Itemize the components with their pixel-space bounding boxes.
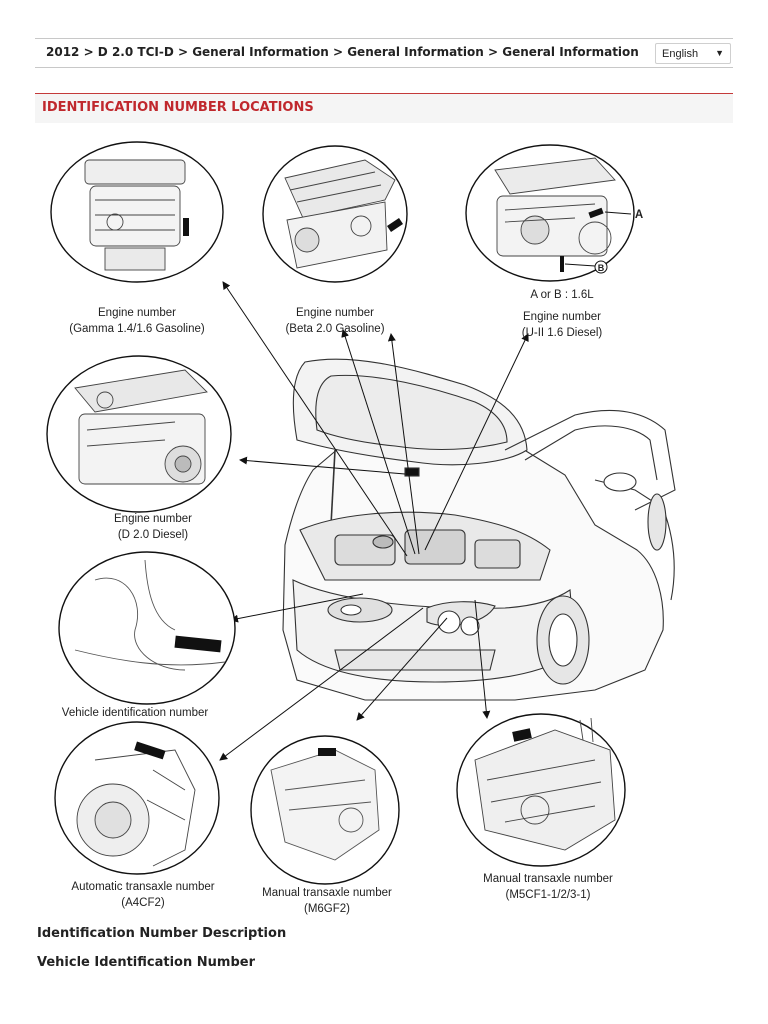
heading-identification-description: Identification Number Description — [37, 926, 287, 941]
caption-m6gf2-line1: Manual transaxle number — [262, 887, 392, 899]
figure-captions: Engine number (Gamma 1.4/1.6 Gasoline) E… — [62, 289, 613, 915]
identification-diagram: A B — [35, 130, 733, 918]
section-header: IDENTIFICATION NUMBER LOCATIONS — [35, 93, 733, 123]
language-select-value: English — [662, 48, 699, 60]
language-select[interactable]: English ▼ — [655, 43, 731, 64]
caption-m5cf1-line1: Manual transaxle number — [483, 873, 613, 885]
chevron-down-icon: ▼ — [715, 48, 724, 58]
engine-uii-detail: A B — [465, 144, 643, 282]
car-illustration — [282, 358, 676, 701]
caption-uii-line2: (U-II 1.6 Diesel) — [522, 327, 603, 339]
caption-vin: Vehicle identification number — [62, 707, 209, 719]
engine-gamma-detail — [50, 141, 224, 283]
diagram-svg: A B — [46, 141, 676, 915]
caption-d20-line1: Engine number — [114, 513, 192, 525]
caption-gamma-line1: Engine number — [98, 307, 176, 319]
engine-d20-detail — [46, 355, 232, 513]
caption-beta-line1: Engine number — [296, 307, 374, 319]
breadcrumb-bar: 2012 > D 2.0 TCI-D > General Information… — [35, 38, 733, 68]
transaxle-a4cf2-detail — [54, 721, 220, 875]
caption-a4cf2-line2: (A4CF2) — [121, 897, 165, 909]
engine-beta-detail — [262, 145, 408, 283]
caption-d20-line2: (D 2.0 Diesel) — [118, 529, 188, 541]
caption-uii-note: A or B : 1.6L — [530, 289, 594, 301]
caption-uii-line1: Engine number — [523, 311, 601, 323]
caption-gamma-line2: (Gamma 1.4/1.6 Gasoline) — [69, 323, 205, 335]
breadcrumb: 2012 > D 2.0 TCI-D > General Information… — [46, 45, 639, 59]
heading-vehicle-identification-number: Vehicle Identification Number — [37, 955, 255, 970]
caption-a4cf2-line1: Automatic transaxle number — [71, 881, 214, 893]
caption-m6gf2-line2: (M6GF2) — [304, 903, 350, 915]
callout-b-label: B — [598, 263, 605, 273]
leader-lines — [219, 281, 529, 761]
caption-beta-line2: (Beta 2.0 Gasoline) — [285, 323, 384, 335]
transaxle-m6gf2-detail — [250, 735, 400, 885]
transaxle-m5cf1-detail — [456, 713, 626, 867]
caption-m5cf1-line2: (M5CF1-1/2/3-1) — [506, 889, 591, 901]
vin-location-detail — [58, 551, 236, 705]
callout-a-label: A — [635, 209, 643, 221]
section-title: IDENTIFICATION NUMBER LOCATIONS — [42, 100, 314, 115]
